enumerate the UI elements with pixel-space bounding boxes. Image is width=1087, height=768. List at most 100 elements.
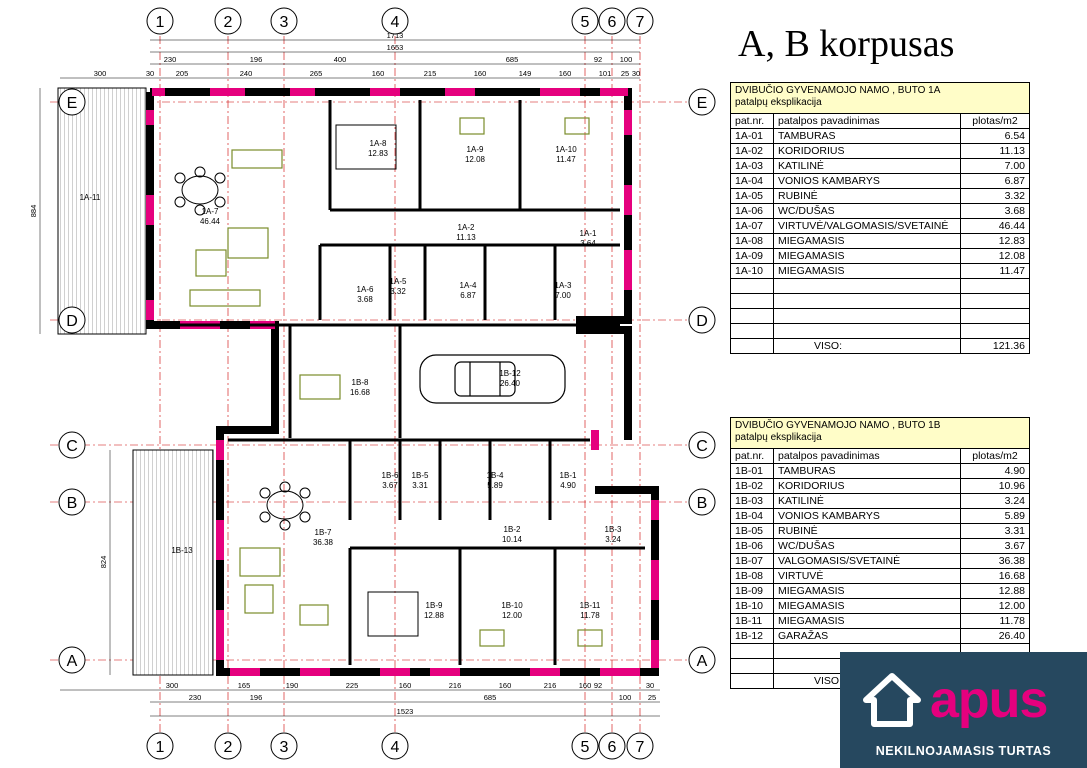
axis-letter-label: E: [67, 95, 78, 112]
cell-nr: 1B-02: [730, 478, 774, 494]
cell-name: RUBINĖ: [773, 188, 961, 204]
cell-name: MIEGAMASIS: [773, 263, 961, 279]
room-code: 1A-2: [458, 223, 475, 232]
room-area: 7.00: [555, 291, 571, 300]
room-area: 3.32: [390, 287, 406, 296]
cell-name: KATILINĖ: [773, 158, 961, 174]
cell-area: 7.00: [960, 158, 1030, 174]
room-area: 6.87: [460, 291, 476, 300]
cell-nr: 1B-04: [730, 508, 774, 524]
room-area: 10.14: [502, 535, 523, 544]
col-area-header: plotas/m2: [960, 448, 1030, 464]
cell-nr: 1A-02: [730, 143, 774, 159]
table-row-empty: [730, 323, 1030, 339]
dimension-label: 92: [594, 681, 602, 690]
cell-area: 12.88: [960, 583, 1030, 599]
cell-area: 3.67: [960, 538, 1030, 554]
dimension-label: 25: [648, 693, 656, 702]
cell-name: TAMBURAS: [773, 128, 961, 144]
dining-table-icon: [174, 166, 311, 531]
cell-name: VALGOMASIS/SVETAINĖ: [773, 553, 961, 569]
dimension-label: 30: [146, 69, 154, 78]
cell-name: WC/DUŠAS: [773, 203, 961, 219]
room-code: 1A-7: [202, 207, 219, 216]
total-label: VISO:: [773, 338, 961, 354]
cell-name: TAMBURAS: [773, 463, 961, 479]
room-area: 11.78: [580, 611, 600, 620]
cell-nr: 1B-12: [730, 628, 774, 644]
axis-letter-label: A: [697, 653, 708, 670]
company-logo: apus NEKILNOJAMASIS TURTAS: [840, 652, 1087, 768]
axis-number-label: 4: [391, 14, 400, 31]
logo-subtitle: NEKILNOJAMASIS TURTAS: [875, 744, 1052, 758]
cell-nr: 1B-07: [730, 553, 774, 569]
cell-area: 6.54: [960, 128, 1030, 144]
room-area: 12.00: [502, 611, 523, 620]
axis-bubble: [688, 488, 716, 516]
room-area: 3.68: [357, 295, 373, 304]
col-name-header: patalpos pavadinimas: [773, 113, 961, 129]
furniture-items: [189, 117, 603, 647]
room-code: 1B-11: [580, 601, 601, 610]
room-area: 11.47: [556, 155, 576, 164]
axis-bubble: [688, 88, 716, 116]
axis-letter-label: C: [66, 438, 78, 455]
room-code: 1B-6: [382, 471, 399, 480]
cell-nr: 1A-03: [730, 158, 774, 174]
room-area: 12.88: [424, 611, 445, 620]
cell-nr: 1B-01: [730, 463, 774, 479]
dimension-label: 265: [310, 69, 323, 78]
dimension-label: 215: [424, 69, 437, 78]
cell-name: VIRTUVĖ/VALGOMASIS/SVETAINĖ: [773, 218, 961, 234]
dimension-label: 824: [99, 556, 108, 569]
cell-area: 11.47: [960, 263, 1030, 279]
room-code: 1A-9: [467, 145, 484, 154]
cell-area: 12.08: [960, 248, 1030, 264]
cell-area: 12.00: [960, 598, 1030, 614]
axis-bubble: [688, 431, 716, 459]
house-icon: [863, 673, 921, 727]
axis-letter-label: B: [67, 495, 78, 512]
dimension-label: 160: [372, 69, 385, 78]
axis-bubble: [381, 732, 409, 760]
axis-letter-label: B: [697, 495, 708, 512]
axis-bubble: [626, 7, 654, 35]
cell-area: 36.38: [960, 553, 1030, 569]
dimension-label: 230: [189, 693, 202, 702]
cell-name: MIEGAMASIS: [773, 233, 961, 249]
table-row-empty: [730, 278, 1030, 294]
room-code: 1B-7: [315, 528, 332, 537]
cell-area: 3.24: [960, 493, 1030, 509]
dimension-label: 196: [250, 55, 263, 64]
cell-area: 10.96: [960, 478, 1030, 494]
room-area: 3.24: [605, 535, 621, 544]
dimension-label: 685: [506, 55, 519, 64]
dimension-label: 30: [632, 69, 640, 78]
cell-name: KORIDORIUS: [773, 478, 961, 494]
page-title: A, B korpusas: [738, 23, 955, 65]
window-segments: [146, 88, 659, 676]
cell-nr: 1B-09: [730, 583, 774, 599]
room-area: 3.31: [412, 481, 428, 490]
terrace-1a: [57, 87, 147, 335]
axis-number-label: 1: [156, 14, 165, 31]
dimension-label: 160: [579, 681, 592, 690]
room-code: 1B-13: [171, 546, 193, 555]
dimension-label: 30: [646, 681, 654, 690]
cell-nr: 1B-08: [730, 568, 774, 584]
dimension-label: 190: [286, 681, 299, 690]
cell-area: 26.40: [960, 628, 1030, 644]
room-code: 1A-1: [580, 229, 597, 238]
room-code: 1B-1: [560, 471, 577, 480]
car-icon: [419, 354, 566, 404]
axis-bubble: [58, 88, 86, 116]
cell-nr: 1A-07: [730, 218, 774, 234]
